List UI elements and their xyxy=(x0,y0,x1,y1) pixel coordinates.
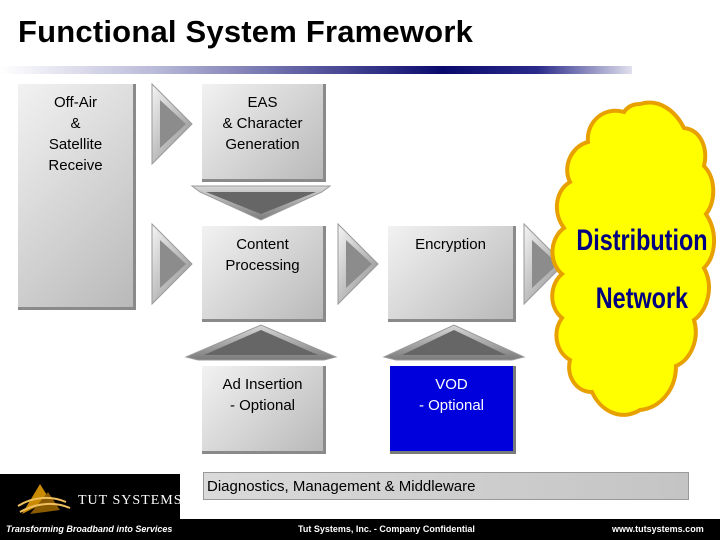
cloud-label-line1: Distribution xyxy=(576,223,707,256)
arrow-up-icon xyxy=(382,324,526,361)
arrow-up-icon xyxy=(184,324,338,361)
box-label: & xyxy=(70,115,81,132)
cloud-label-line2: Network xyxy=(596,281,688,314)
arrow-right-icon xyxy=(151,82,193,166)
encryption-box: Encryption xyxy=(388,226,516,322)
box-label: Encryption xyxy=(415,236,486,253)
footer-bar: Transforming Broadband into Services Tut… xyxy=(0,519,720,540)
logo-text: TUT SYSTEMS xyxy=(78,493,182,508)
content-processing-box: Content Processing xyxy=(202,226,326,322)
tut-systems-logo-icon xyxy=(17,484,71,514)
arrow-right-icon xyxy=(151,222,193,306)
box-label: & Character xyxy=(222,115,303,132)
box-label: EAS xyxy=(247,94,278,111)
distribution-network-cloud: Distribution Network xyxy=(550,100,716,417)
box-label: - Optional xyxy=(418,397,485,414)
box-label: Ad Insertion xyxy=(222,376,303,393)
box-label: Receive xyxy=(48,157,103,174)
box-label: Satellite xyxy=(48,136,103,153)
vod-box: VOD - Optional xyxy=(390,366,516,454)
footer-website-link[interactable]: www.tutsystems.com xyxy=(612,524,704,534)
box-label: Content xyxy=(236,236,289,253)
slide-title: Functional System Framework xyxy=(18,14,474,49)
off-air-satellite-receive-box: Off-Air & Satellite Receive xyxy=(18,84,136,310)
arrow-down-icon xyxy=(190,185,332,221)
footer-confidential: Tut Systems, Inc. - Company Confidential xyxy=(298,524,475,534)
footer-tagline: Transforming Broadband into Services xyxy=(6,524,173,534)
eas-character-generation-box: EAS & Character Generation xyxy=(202,84,326,182)
box-label: Processing xyxy=(225,257,300,274)
box-label: Generation xyxy=(225,136,300,153)
diagnostics-management-middleware-bar: Diagnostics, Management & Middleware xyxy=(203,472,689,500)
logo-background xyxy=(0,474,180,520)
box-label: - Optional xyxy=(229,397,296,414)
title-underline xyxy=(0,66,632,74)
arrow-right-icon xyxy=(523,222,565,306)
arrow-right-icon xyxy=(337,222,379,306)
box-label: VOD xyxy=(435,376,468,393)
ad-insertion-box: Ad Insertion - Optional xyxy=(202,366,326,454)
box-label: Off-Air xyxy=(53,94,98,111)
